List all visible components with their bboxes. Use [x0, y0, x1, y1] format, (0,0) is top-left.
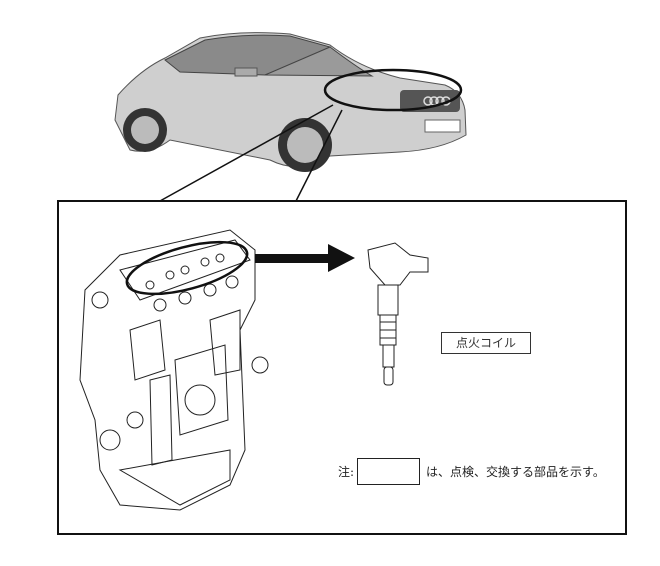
ignition-coil-illustration: [367, 242, 429, 386]
note-prefix: 注:: [338, 465, 355, 479]
legend-box-sample: [357, 458, 421, 485]
car-illustration: [114, 32, 467, 172]
callout-line: [159, 104, 334, 202]
legend-note: 注: は、点検、交換する部品を示す。: [338, 458, 605, 485]
arrow-icon: [255, 244, 355, 272]
callout-line: [295, 109, 343, 202]
highlight-ellipse-engine: [125, 240, 249, 296]
note-text: は、点検、交換する部品を示す。: [426, 465, 605, 479]
engine-illustration: [79, 229, 269, 511]
ignition-coil-label: 点火コイル: [441, 332, 531, 354]
highlight-ellipse-car: [323, 68, 463, 112]
